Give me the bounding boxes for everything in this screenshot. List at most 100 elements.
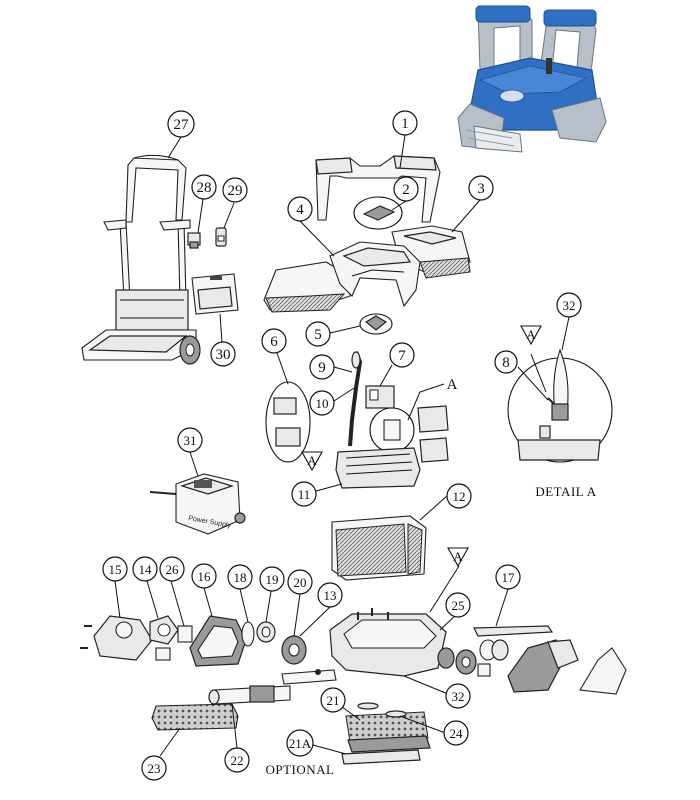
callout-2-label: 2: [402, 182, 410, 198]
callout-24: 24: [443, 720, 469, 746]
top-cover-3: [391, 225, 471, 279]
filter-12: [331, 515, 427, 581]
callout-13-label: 13: [324, 588, 337, 603]
callout-32b-label: 32: [452, 689, 465, 704]
callout-17: 17: [495, 564, 521, 590]
impeller-5: [359, 313, 393, 335]
callout-12-label: 12: [453, 489, 466, 504]
callout-21a-label: 21A: [289, 736, 312, 751]
optional-part-21a: [341, 749, 421, 765]
detail-a-circle: [507, 348, 613, 463]
callout-1: 1: [392, 110, 418, 136]
pulley-14: [149, 615, 179, 661]
callout-18-label: 18: [234, 570, 247, 585]
robot-photo: [457, 5, 607, 153]
clip-blocks-right: [417, 405, 449, 463]
callout-5: 5: [305, 321, 331, 347]
callout-30-label: 30: [216, 347, 231, 363]
callout-4-label: 4: [296, 202, 304, 218]
callout-19: 19: [259, 566, 285, 592]
callout-21-label: 21: [327, 693, 340, 708]
callout-14-label: 14: [139, 562, 153, 577]
callout-28: 28: [191, 174, 217, 200]
callout-24-label: 24: [450, 726, 464, 741]
callout-22: 22: [224, 747, 250, 773]
marker-a-2: A: [301, 451, 323, 472]
callout-16-label: 16: [198, 569, 212, 584]
detail-circle-6: [265, 381, 311, 463]
callout-19-label: 19: [266, 572, 279, 587]
marker-a-3: A: [520, 325, 542, 346]
cart-panel-30: [191, 273, 239, 315]
track-16: [189, 615, 247, 667]
bar-17: [473, 625, 554, 637]
callout-12: 12: [446, 483, 472, 509]
detail-a-caption: DETAIL A: [535, 484, 596, 499]
callout-21: 21: [320, 687, 346, 713]
chassis-13: [281, 613, 447, 685]
leader-lines: [114, 134, 570, 757]
power-supply-31: Power Supply: [149, 473, 246, 535]
callout-17-label: 17: [502, 570, 516, 585]
callout-25-label: 25: [452, 598, 465, 613]
callout-28-label: 28: [197, 180, 212, 196]
callout-11: 11: [291, 481, 317, 507]
callout-10: 10: [309, 390, 335, 416]
brush-23: [151, 703, 239, 731]
callout-23: 23: [141, 755, 167, 781]
callout-30: 30: [210, 341, 236, 367]
callout-26-label: 26: [166, 562, 180, 577]
callout-29: 29: [222, 177, 248, 203]
marker-a-2-label: A: [307, 453, 317, 468]
marker-a-1-label: A: [447, 377, 458, 393]
callout-1-label: 1: [401, 116, 409, 132]
callout-23-label: 23: [148, 761, 161, 776]
optional-caption: OPTIONAL: [266, 762, 335, 777]
bracket-26: [177, 625, 193, 643]
callout-3: 3: [468, 175, 494, 201]
side-cover-4: [263, 241, 421, 313]
cable-swivel-9-10: [348, 351, 363, 447]
cart-clip-29: [215, 227, 227, 247]
screws: [80, 608, 389, 649]
wheels-25: [437, 647, 477, 675]
callout-9-label: 9: [318, 360, 326, 376]
callout-3-label: 3: [477, 181, 485, 197]
callout-6: 6: [261, 328, 287, 354]
callout-13: 13: [317, 582, 343, 608]
callout-27-label: 27: [174, 117, 190, 133]
marker-a-4: A: [447, 547, 469, 568]
callout-8: 8: [494, 350, 518, 374]
motor-unit-11: [335, 447, 421, 489]
callout-31: 31: [177, 427, 203, 453]
callout-27: 27: [167, 110, 195, 138]
callout-15-label: 15: [109, 562, 122, 577]
marker-a-4-label: A: [453, 549, 463, 564]
detail-circle-a-small: [369, 407, 415, 453]
right-side-parts: [477, 639, 627, 695]
callout-7-label: 7: [398, 348, 406, 364]
callout-2: 2: [393, 176, 419, 202]
callout-32-bottom: 32: [445, 683, 471, 709]
detail-circle-2: [353, 196, 403, 230]
pvc-brush-21: [345, 711, 431, 753]
callout-8-label: 8: [502, 355, 510, 371]
callout-6-label: 6: [270, 334, 278, 350]
callout-14: 14: [132, 556, 158, 582]
callout-21a: 21A: [286, 729, 314, 757]
callout-20: 20: [287, 569, 313, 595]
plates-24: [357, 702, 407, 718]
callout-5-label: 5: [314, 327, 322, 343]
roller-22: [208, 685, 291, 705]
robot-handle-1: [315, 155, 441, 223]
callout-18: 18: [227, 564, 253, 590]
callout-29-label: 29: [228, 183, 243, 199]
callout-25: 25: [445, 592, 471, 618]
callout-32-detail: 32: [556, 292, 582, 318]
marker-a-1: A: [447, 377, 458, 393]
cart-clip-28: [187, 232, 201, 249]
callout-16: 16: [191, 563, 217, 589]
callout-11-label: 11: [298, 487, 311, 502]
caddy-cart: [81, 154, 201, 365]
